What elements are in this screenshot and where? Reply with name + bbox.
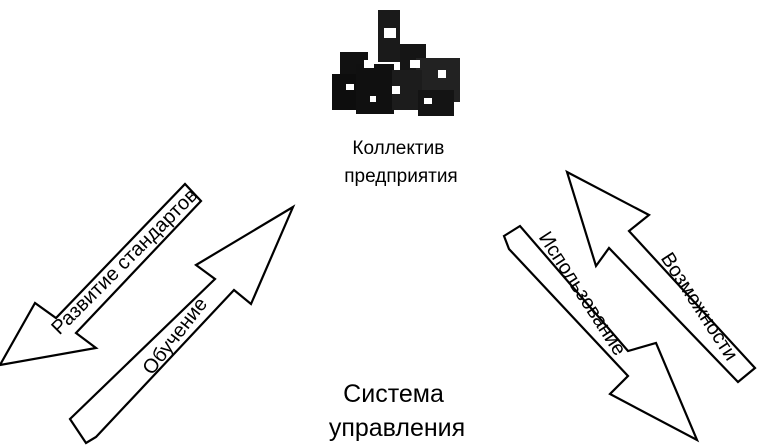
team-label-line-2: предприятия <box>344 166 457 187</box>
team-label-line-1: Коллектив <box>352 138 444 159</box>
system-label: Система управления <box>329 380 465 442</box>
team-label: Коллектив предприятия <box>344 138 457 187</box>
usage-arrow-shape <box>502 224 700 443</box>
system-label-line-1: Система <box>343 380 444 408</box>
training-arrow-shape <box>68 204 296 445</box>
standards-arrow-shape <box>0 182 203 367</box>
system-label-line-2: управления <box>329 414 465 442</box>
training-arrow-label: Обучение <box>138 293 212 379</box>
training-arrow: Обучение <box>68 204 296 445</box>
capabilities-arrow: Возможности <box>565 169 757 384</box>
capabilities-arrow-shape <box>565 169 757 384</box>
team-icon <box>332 10 460 116</box>
